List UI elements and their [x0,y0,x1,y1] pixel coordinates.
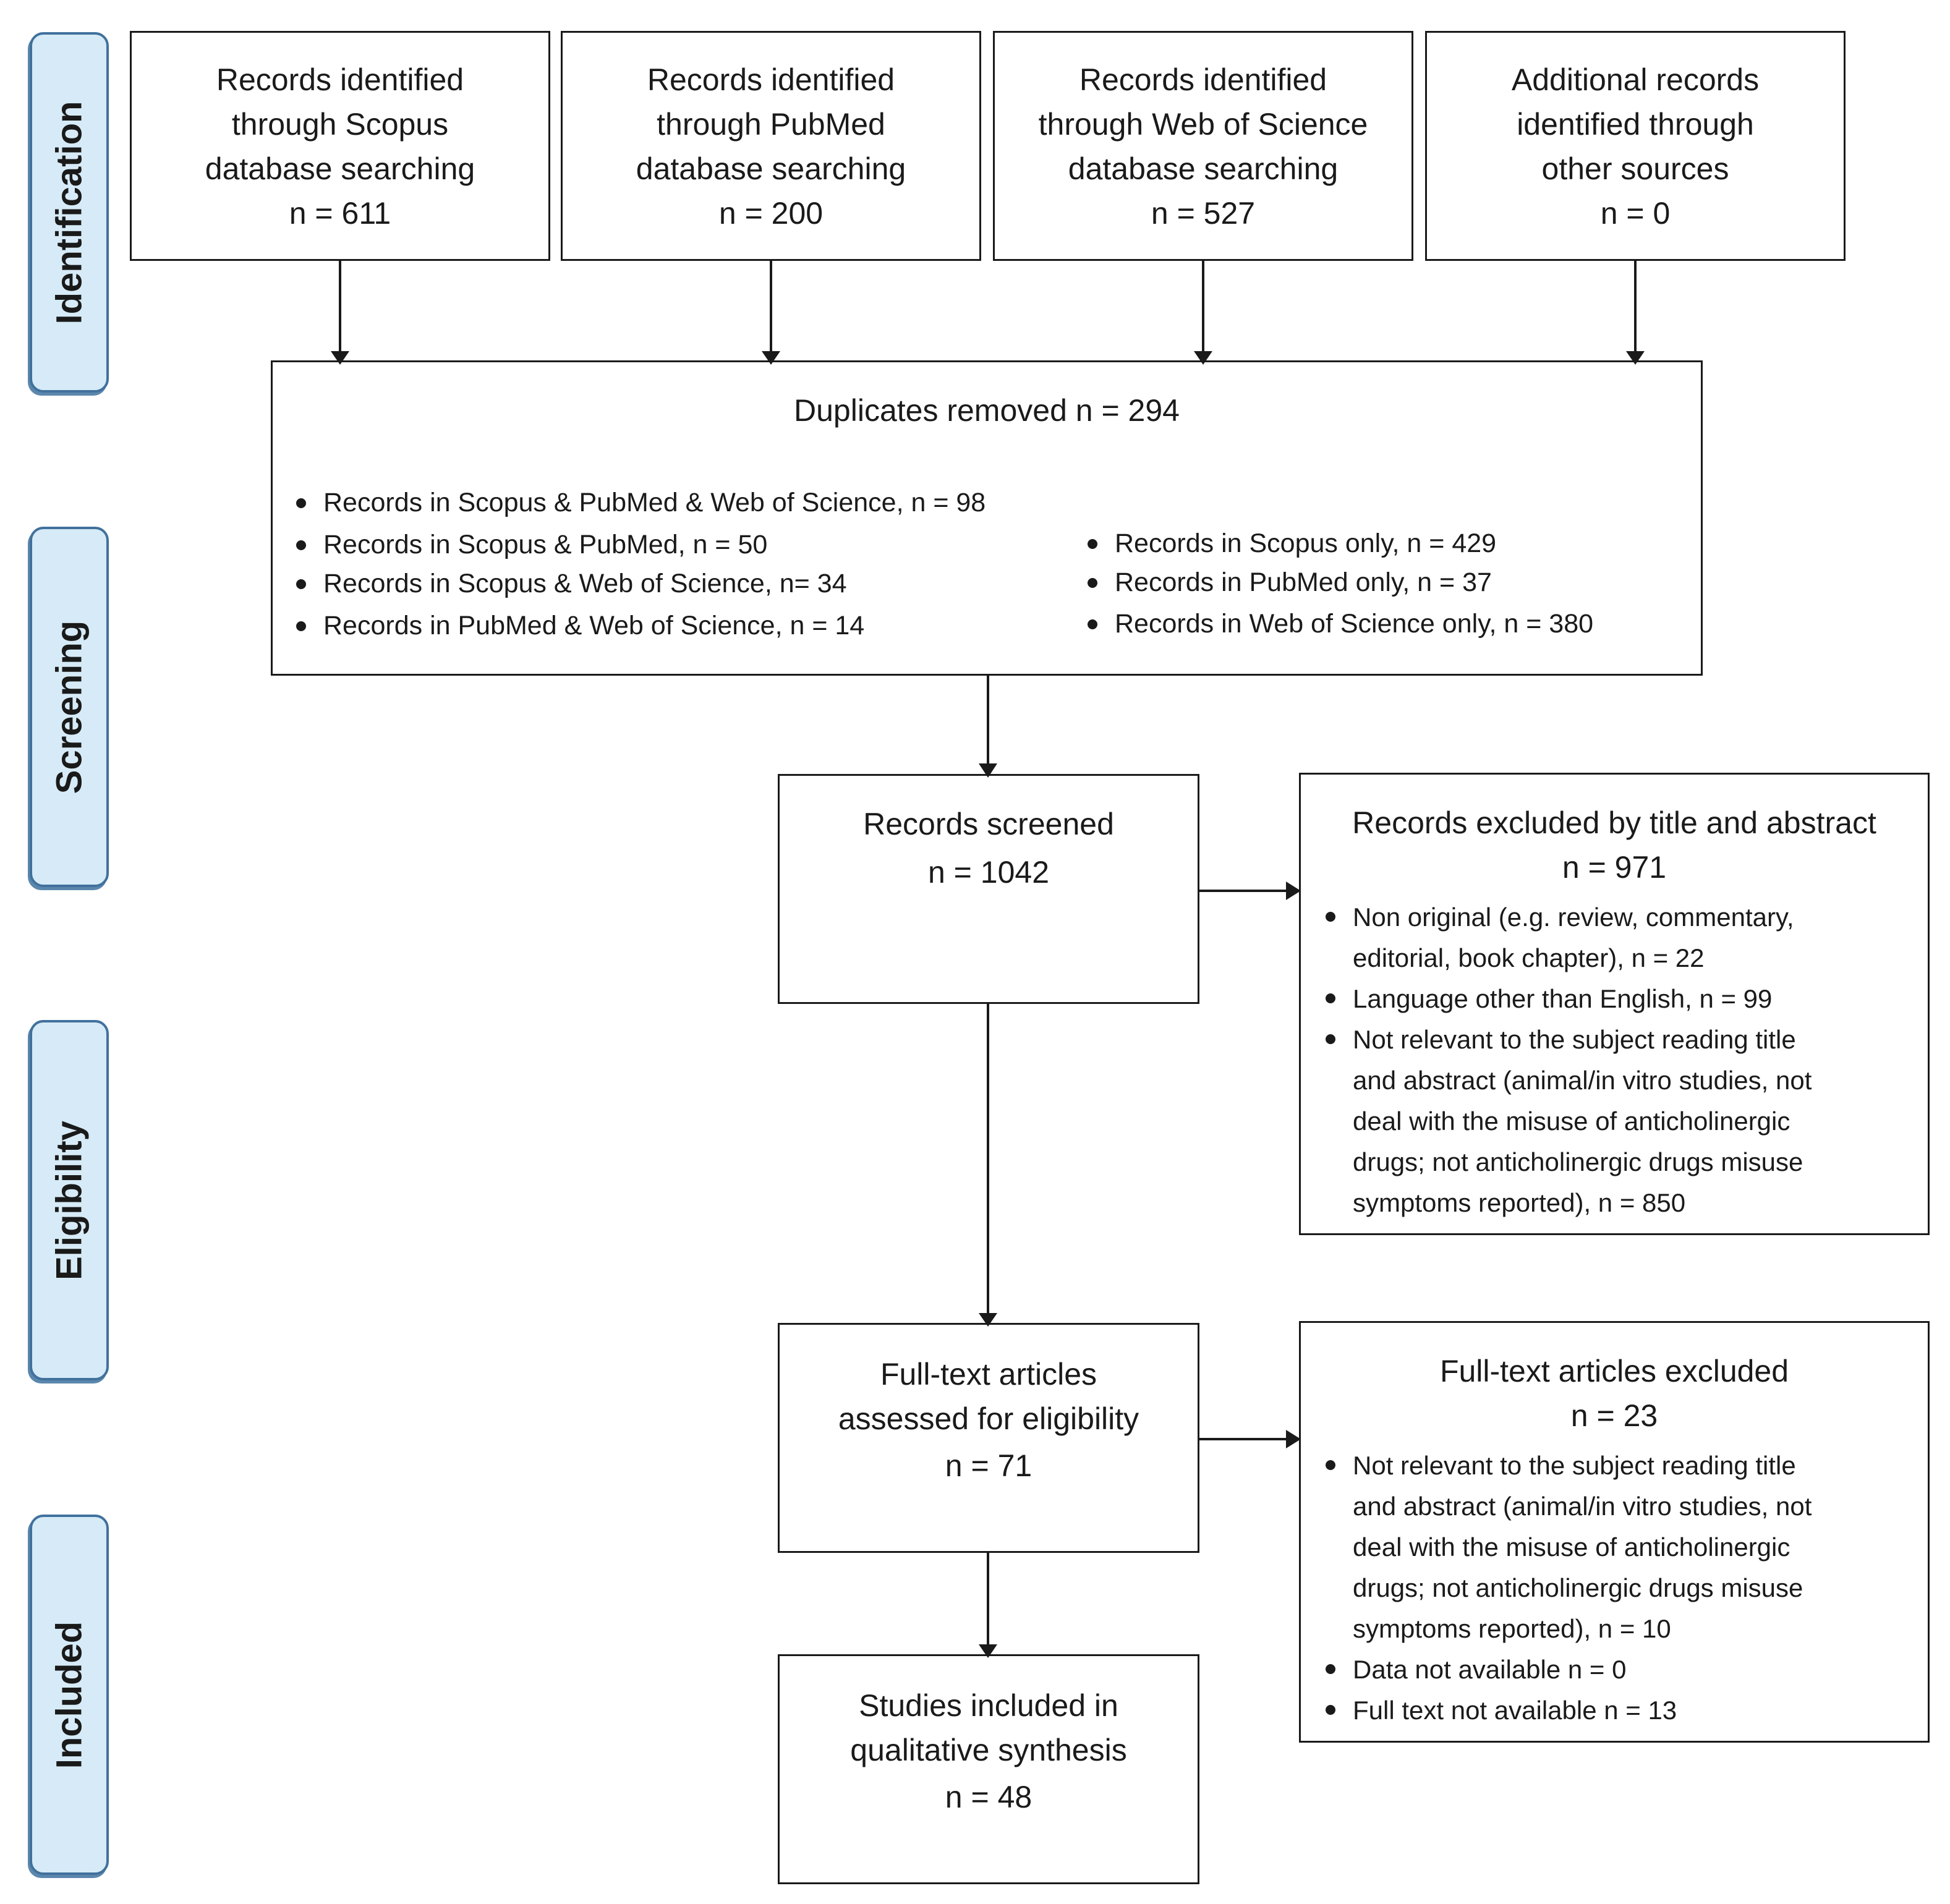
reason-text: deal with the misuse of anticholinergic [1353,1532,1790,1562]
source-text: through Scopus [231,107,449,142]
records-screened-count: n = 1042 [927,855,1050,890]
source-text: database searching [1068,151,1339,186]
arrowhead [1626,351,1645,365]
list-item: Data not available n = 0 [1321,1649,1812,1690]
source-box-other: Additional records identified through ot… [1425,31,1846,261]
source-text: Records identified [216,62,464,97]
source-count: n = 200 [718,196,824,231]
fulltext-text: assessed for eligibility [838,1401,1139,1436]
records-screened-box: Records screened n = 1042 [778,774,1199,1004]
source-count: n = 611 [289,196,391,231]
fulltext-count: n = 71 [945,1448,1032,1483]
fulltext-excluded-count: n = 23 [1570,1398,1658,1433]
list-item: Records in Scopus & PubMed & Web of Scie… [291,483,986,522]
list-item: Not relevant to the subject reading titl… [1321,1445,1812,1649]
duplicates-box: Duplicates removed n = 294 Records in Sc… [271,360,1703,676]
reason-text: symptoms reported), n = 10 [1353,1614,1671,1643]
excluded-title: Records excluded by title and abstract [1352,805,1876,840]
excluded-title-abstract-box: Records excluded by title and abstract n… [1299,773,1930,1235]
source-text: identified through [1517,107,1754,142]
reason-text: Not relevant to the subject reading titl… [1353,1025,1796,1054]
source-text: Additional records [1511,62,1760,97]
phase-identification: Identification [30,32,109,393]
excluded-count: n = 971 [1562,850,1667,885]
arrowhead [1194,351,1212,365]
fulltext-excluded-title: Full-text articles excluded [1439,1354,1789,1388]
reason-text: and abstract (animal/in vitro studies, n… [1353,1066,1812,1095]
list-item: Non original (e.g. review, commentary, e… [1321,897,1812,979]
reason-text: symptoms reported), n = 850 [1353,1188,1686,1217]
list-item: Records in PubMed & Web of Science, n = … [291,606,986,645]
reason-text: editorial, book chapter), n = 22 [1353,943,1705,972]
source-text: through PubMed [657,107,885,142]
list-item: Records in Scopus only, n = 429 [1083,524,1593,563]
arrowhead [979,1644,997,1658]
source-text: database searching [636,151,906,186]
arrowhead [979,763,997,778]
source-text: other sources [1541,151,1729,186]
reason-text: deal with the misuse of anticholinergic [1353,1107,1790,1136]
arrowhead [762,351,780,365]
list-item: Language other than English, n = 99 [1321,979,1812,1019]
duplicates-left-list: Records in Scopus & PubMed & Web of Scie… [291,483,986,645]
source-text: Records identified [647,62,895,97]
list-item: Records in Web of Science only, n = 380 [1083,605,1593,644]
reason-text: Not relevant to the subject reading titl… [1353,1451,1796,1480]
reason-text: drugs; not anticholinergic drugs misuse [1353,1573,1803,1602]
included-count: n = 48 [945,1780,1032,1814]
phase-screening: Screening [30,527,109,887]
source-text: database searching [205,151,475,186]
source-box-scopus: Records identified through Scopus databa… [130,31,550,261]
reason-text: Data not available n = 0 [1353,1655,1627,1684]
source-text: through Web of Science [1038,107,1368,142]
reason-text: Language other than English, n = 99 [1353,984,1773,1013]
duplicates-right-list: Records in Scopus only, n = 429 Records … [1083,524,1593,644]
arrowhead [1286,1430,1301,1448]
arrowhead [331,351,349,365]
arrowhead [1286,882,1301,900]
fulltext-excluded-box: Full-text articles excluded n = 23 Not r… [1299,1321,1930,1743]
list-item: Full text not available n = 13 [1321,1690,1812,1731]
list-item: Not relevant to the subject reading titl… [1321,1019,1812,1223]
phase-eligibility: Eligibility [30,1020,109,1380]
records-screened-label: Records screened [863,807,1114,841]
excluded-reasons-list: Non original (e.g. review, commentary, e… [1321,897,1812,1223]
list-item: Records in PubMed only, n = 37 [1083,563,1593,602]
fulltext-text: Full-text articles [880,1357,1097,1392]
source-text: Records identified [1079,62,1327,97]
reason-text: drugs; not anticholinergic drugs misuse [1353,1147,1803,1176]
list-item: Records in Scopus & Web of Science, n= 3… [291,564,986,603]
fulltext-excluded-reasons-list: Not relevant to the subject reading titl… [1321,1445,1812,1731]
studies-included-box: Studies included in qualitative synthesi… [778,1654,1199,1884]
reason-text: Non original (e.g. review, commentary, [1353,903,1794,932]
source-box-web-of-science: Records identified through Web of Scienc… [993,31,1413,261]
duplicates-title: Duplicates removed n = 294 [794,393,1180,428]
list-item: Records in Scopus & PubMed, n = 50 [291,525,986,564]
source-count: n = 527 [1151,196,1256,231]
included-text: Studies included in [859,1688,1118,1723]
reason-text: Full text not available n = 13 [1353,1696,1677,1725]
included-text: qualitative synthesis [850,1733,1127,1767]
source-count: n = 0 [1600,196,1671,231]
source-box-pubmed: Records identified through PubMed databa… [561,31,981,261]
reason-text: and abstract (animal/in vitro studies, n… [1353,1492,1812,1521]
arrowhead [979,1313,997,1327]
phase-included: Included [30,1515,109,1875]
